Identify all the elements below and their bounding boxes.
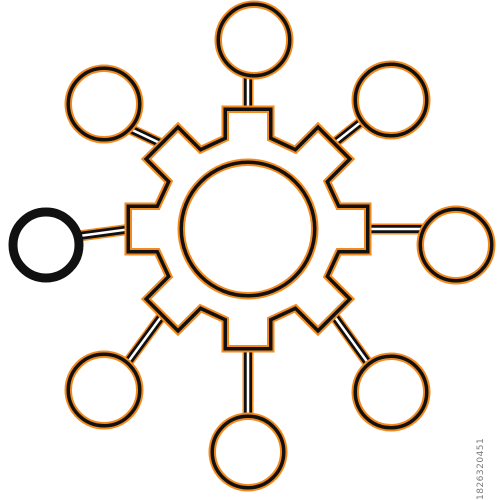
node-left-ring xyxy=(8,207,84,283)
spoke-7-core xyxy=(78,227,132,238)
node-top-inner-accent xyxy=(220,6,288,74)
node-top-left xyxy=(64,64,144,144)
node-bottom-right-inner-accent xyxy=(357,358,425,426)
node-bottom-inner-accent xyxy=(214,418,282,486)
stock-id-text: 1826320451 xyxy=(476,437,486,500)
spoke-4-core xyxy=(330,312,370,364)
node-right-inner-accent xyxy=(422,211,490,279)
hub-circle xyxy=(177,158,319,300)
node-left xyxy=(8,207,84,283)
node-bottom-left xyxy=(64,350,144,430)
node-bottom xyxy=(208,412,288,492)
node-bottom-right xyxy=(351,352,431,432)
spoke-6-core xyxy=(126,312,166,363)
node-top xyxy=(214,0,294,80)
node-right xyxy=(416,205,496,285)
node-top-left-inner-accent xyxy=(70,70,138,138)
hub-inner-accent xyxy=(183,164,313,294)
node-circles xyxy=(8,0,496,492)
node-top-right-inner-accent xyxy=(357,66,425,134)
node-bottom-left-inner-accent xyxy=(70,356,138,424)
connector-spokes xyxy=(78,78,423,419)
node-top-right xyxy=(351,60,431,140)
